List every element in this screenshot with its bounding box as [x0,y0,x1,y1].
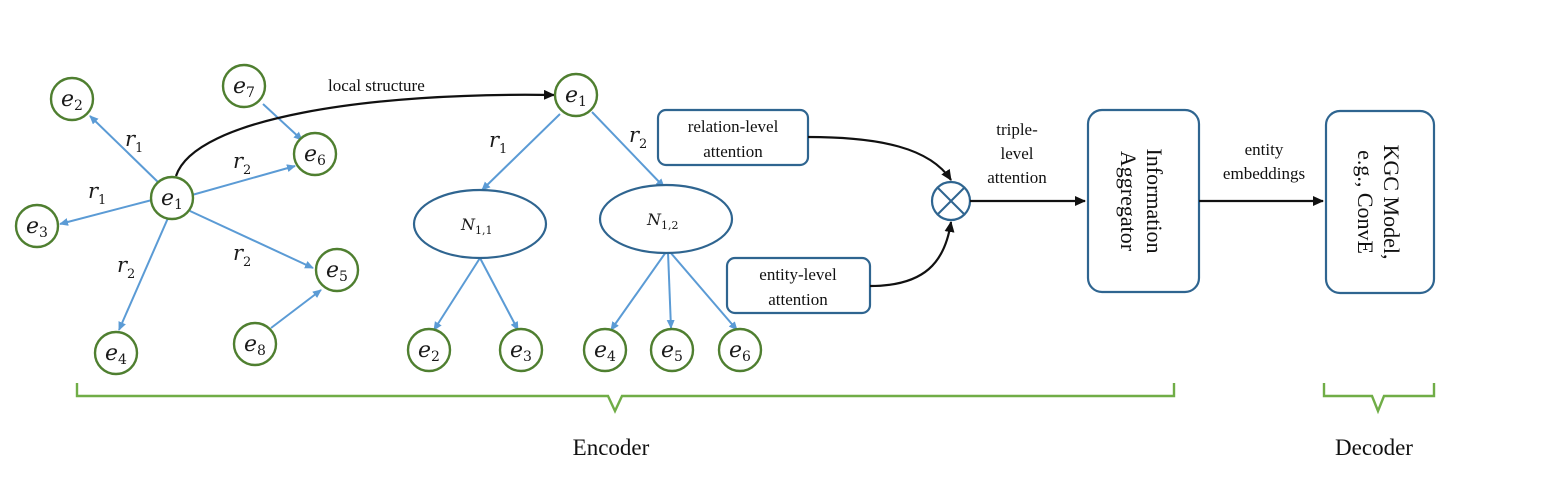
svg-text:KGC Model,: KGC Model, [1379,145,1404,260]
decoder-brace [1322,383,1436,415]
edge-n12-e6 [669,251,738,331]
entity-node-e3: e3 [14,203,60,249]
svg-text:e2: e2 [418,338,440,365]
svg-text:e2: e2 [61,87,83,114]
edge-root-n12 [591,111,665,188]
svg-text:e4: e4 [594,338,616,365]
svg-text:Information: Information [1142,148,1167,253]
entity-attention-box: entity-level attention [725,256,872,315]
combine-operator-icon [930,180,972,222]
encoder-brace [75,383,1176,414]
edge-e1-e2 [89,115,161,185]
relation-label: r2 [233,241,251,270]
svg-text:e6: e6 [729,338,751,365]
entity-node-e4: e4 [93,330,139,376]
edge-e1-e6 [191,164,296,196]
relation-to-combine-arrow [807,135,952,181]
tree-leaf-e4: e4 [582,327,628,373]
left-graph-relations: r1 r1 r2 r2 r2 [88,127,251,282]
edge-n11-e3 [479,257,519,331]
edge-root-n11 [481,113,561,191]
edge-n12-e5 [666,251,675,329]
relation-label: r1 [125,127,143,156]
relation-label: r1 [489,128,507,157]
entity-node-e7: e7 [221,63,267,109]
svg-text:e4: e4 [105,341,127,368]
kgc-model-box: KGC Model, e.g., ConvE [1324,109,1436,295]
relation-attention-box: relation-level attention [656,108,810,167]
relation-label: r2 [233,149,251,178]
information-aggregator-box: Information Aggregator [1086,108,1201,294]
entity-node-e1: e1 [149,175,195,221]
svg-text:N1,1: N1,1 [460,215,493,237]
neighbor-set-n12: N1,2 [598,183,734,255]
svg-text:e5: e5 [661,338,683,365]
edge-e8-e5 [270,289,322,329]
tree-leaf-e3: e3 [498,327,544,373]
left-graph-nodes: e2 e3 e1 e4 e5 e6 e7 e8 [14,63,360,376]
svg-text:e7: e7 [233,74,255,101]
tree-root-e1: e1 [553,72,599,118]
tree-nodes: e1 N1,1 N1,2 e2 e3 e4 e5 e6 [406,72,763,373]
svg-text:N1,2: N1,2 [646,210,679,232]
tree-leaf-e5: e5 [649,327,695,373]
entity-node-e2: e2 [49,76,95,122]
local-structure-label: local structure [328,76,425,95]
svg-text:e3: e3 [26,214,48,241]
decoder-label: Decoder [1335,435,1413,460]
entity-node-e8: e8 [232,321,278,367]
svg-text:relation-level: relation-level [688,117,779,136]
neighbor-set-n11: N1,1 [412,188,548,260]
entity-node-e5: e5 [314,247,360,293]
svg-text:e1: e1 [161,186,183,213]
edge-e7-e6 [262,103,303,141]
left-graph-edges [59,103,322,331]
entity-to-combine-arrow [869,221,955,288]
tree-leaf-e6: e6 [717,327,763,373]
edge-e1-e5 [189,210,314,269]
svg-text:attention: attention [768,290,828,309]
svg-text:e1: e1 [565,83,587,110]
svg-text:e.g., ConvE: e.g., ConvE [1353,150,1378,254]
svg-text:e3: e3 [510,338,532,365]
edge-n11-e2 [433,257,481,331]
edge-n12-e4 [610,251,667,331]
svg-text:Aggregator: Aggregator [1116,151,1141,252]
svg-text:e5: e5 [326,258,348,285]
svg-text:entity-level: entity-level [759,265,837,284]
edge-e1-e4 [118,217,169,331]
entity-node-e6: e6 [292,131,338,177]
edge-e1-e3 [59,199,153,226]
svg-text:e6: e6 [304,142,326,169]
local-structure-arrow [174,89,555,177]
relation-label: r2 [117,253,135,282]
tree-relations: r1 r2 [489,123,647,157]
relation-label: r2 [629,123,647,152]
relation-label: r1 [88,179,106,208]
tree-leaf-e2: e2 [406,327,452,373]
svg-text:attention: attention [703,142,763,161]
tree-edges [433,111,738,331]
svg-text:e8: e8 [244,332,266,359]
encoder-label: Encoder [573,435,650,460]
